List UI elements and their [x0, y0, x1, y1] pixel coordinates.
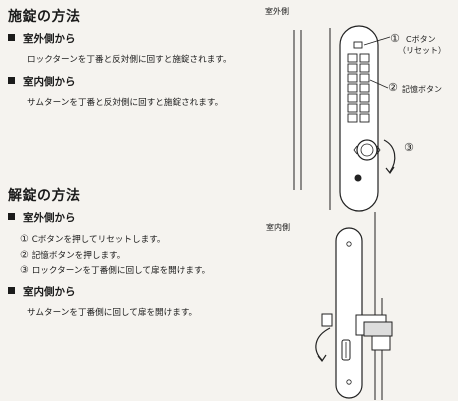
callout-1-number: ①: [390, 32, 400, 45]
step-text: Cボタンを押してリセットします。: [31, 235, 166, 245]
unlock-outside-heading-label: 室外側から: [23, 212, 76, 224]
unlock-inside-heading: 室内側から: [8, 284, 76, 299]
unlock-inside-heading-label: 室内側から: [23, 286, 76, 298]
unlock-outside-heading: 室外側から: [8, 210, 76, 225]
lock-inside-text: サムターンを丁番と反対側に回すと施錠されます。: [27, 98, 224, 108]
unlock-inside-text: サムターンを丁番側に回して扉を開けます。: [27, 308, 198, 318]
unlock-step-1: ① Cボタンを押してリセットします。: [20, 233, 166, 245]
unlock-step-3: ③ ロックターンを丁番側に回して扉を開けます。: [20, 264, 210, 276]
inside-side-label: 室内側: [266, 223, 290, 232]
inside-back-plate: [335, 227, 363, 399]
lock-outside-heading: 室外側から: [8, 31, 76, 46]
rotate-arrow-icon: [383, 139, 396, 173]
inside-lock-illustration: [315, 212, 393, 400]
bullet-square-icon: [8, 77, 15, 84]
outside-side-label: 室外側: [265, 7, 289, 16]
callout-leader-line: [369, 79, 389, 89]
step-number: ①: [20, 234, 29, 245]
rotate-arrow-icon: [315, 327, 331, 361]
callout-1-sublabel: （リセット）: [398, 46, 446, 55]
lock-section-title: 施錠の方法: [8, 9, 81, 25]
outside-lock-illustration: [293, 25, 396, 212]
callout-2-number: ②: [388, 81, 398, 94]
lock-turn-knob: [356, 139, 378, 161]
lock-outside-heading-label: 室外側から: [23, 33, 76, 45]
key-cylinder-icon: [354, 174, 362, 182]
step-text: ロックターンを丁番側に回して扉を開けます。: [31, 266, 211, 276]
unlock-section-title: 解錠の方法: [8, 188, 81, 204]
callout-3-number: ③: [404, 141, 414, 154]
callout-2-label: 記憶ボタン: [402, 85, 442, 94]
bullet-square-icon: [8, 213, 15, 220]
bullet-square-icon: [8, 34, 15, 41]
callout-1-label: Cボタン: [406, 35, 436, 44]
lock-inside-heading-label: 室内側から: [23, 76, 76, 88]
bullet-square-icon: [8, 287, 15, 294]
keypad-buttons: [347, 53, 370, 123]
step-text: 記憶ボタンを押します。: [31, 251, 126, 261]
callout-leader-line: [363, 36, 391, 46]
c-button: [353, 41, 363, 49]
lock-inside-heading: 室内側から: [8, 74, 76, 89]
lock-faceplate: [339, 25, 379, 212]
lock-outside-text: ロックターンを丁番と反対側に回すと施錠されます。: [27, 55, 232, 65]
unlock-step-2: ② 記憶ボタンを押します。: [20, 249, 125, 261]
step-number: ②: [20, 250, 29, 261]
step-number: ③: [20, 265, 29, 276]
